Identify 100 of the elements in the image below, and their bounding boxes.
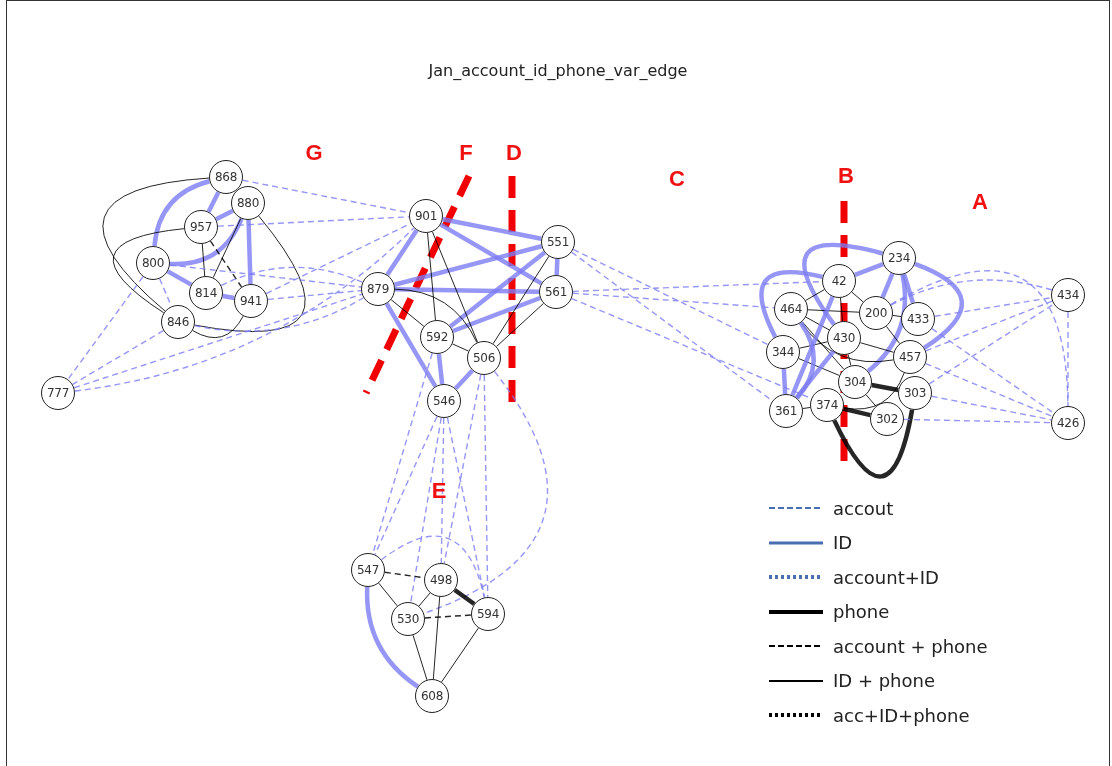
- node-label: 302: [876, 412, 898, 426]
- network-edge: [781, 368, 788, 395]
- network-edge: [866, 274, 908, 373]
- node-circle: [184, 210, 218, 244]
- legend-label: phone: [833, 601, 890, 623]
- network-edge: [859, 342, 895, 353]
- network-edge: [1067, 311, 1069, 407]
- network-edge: [843, 406, 871, 418]
- network-edge: [805, 316, 830, 331]
- node-label: 464: [780, 302, 802, 316]
- node-label: 42: [831, 274, 847, 288]
- network-edge: [246, 219, 253, 285]
- network-edge: [865, 394, 877, 407]
- network-edge: [851, 291, 864, 303]
- network-edge: [572, 292, 775, 309]
- node-label: 608: [421, 689, 443, 703]
- network-edge: [903, 418, 1052, 424]
- network-edge: [410, 417, 442, 603]
- network-edge: [385, 228, 419, 277]
- network-edge: [805, 289, 825, 301]
- node-label: 868: [215, 170, 237, 184]
- node-circle: [391, 602, 425, 636]
- network-edge: [152, 179, 211, 247]
- node-circle: [766, 335, 800, 369]
- zone-label: C: [669, 166, 685, 192]
- network-edge: [453, 588, 476, 606]
- network-edge: [212, 217, 242, 279]
- node-circle: [882, 241, 916, 275]
- node-label: 777: [47, 386, 69, 400]
- network-edge: [192, 315, 244, 339]
- node-circle: [361, 272, 395, 306]
- network-edge: [799, 341, 828, 349]
- legend-label: accout: [833, 497, 894, 519]
- node-label: 304: [844, 375, 866, 389]
- network-edge: [843, 372, 905, 410]
- node-label: 303: [904, 386, 926, 400]
- network-edge: [436, 353, 445, 385]
- network-edge: [390, 299, 425, 327]
- zone-label: G: [305, 140, 323, 166]
- network-edge: [432, 596, 441, 680]
- node-circle: [415, 679, 449, 713]
- node-label: 430: [833, 331, 855, 345]
- network-edge: [880, 272, 895, 299]
- network-edge: [453, 368, 475, 391]
- network-edge: [572, 248, 769, 346]
- node-label: 457: [899, 350, 921, 364]
- network-edge: [802, 242, 884, 326]
- node-label: 594: [477, 607, 499, 621]
- node-circle: [351, 553, 385, 587]
- node-label: 344: [772, 345, 794, 359]
- network-edge: [928, 303, 1055, 385]
- node-circle: [41, 376, 75, 410]
- network-edge: [418, 592, 431, 607]
- node-circle: [539, 275, 573, 309]
- node-circle: [231, 186, 265, 220]
- network-edge: [554, 258, 560, 276]
- network-edge: [759, 270, 823, 338]
- network-edge: [394, 287, 540, 294]
- node-circle: [774, 292, 808, 326]
- node-circle: [1051, 278, 1085, 312]
- network-edge: [166, 269, 193, 287]
- network-edge: [220, 266, 364, 287]
- node-circle: [234, 284, 268, 318]
- node-label: 546: [433, 394, 455, 408]
- network-edge: [378, 582, 398, 607]
- network-edge: [412, 634, 428, 681]
- network-edge: [206, 191, 221, 213]
- node-label: 880: [237, 196, 259, 210]
- network-edge: [394, 288, 478, 344]
- network-edge: [113, 228, 185, 314]
- node-label: 901: [415, 209, 437, 223]
- network-edge: [442, 217, 542, 241]
- node-circle: [209, 160, 243, 194]
- network-edge: [67, 276, 144, 380]
- network-edge: [832, 409, 915, 479]
- network-edge: [169, 217, 244, 267]
- network-edge: [854, 262, 884, 277]
- network-edge: [441, 627, 479, 683]
- network-edge: [169, 264, 362, 288]
- network-edge: [483, 374, 489, 598]
- node-label: 498: [430, 573, 452, 587]
- network-edge: [496, 303, 544, 347]
- node-circle: [471, 597, 505, 631]
- node-label: 506: [473, 351, 495, 365]
- network-edge: [439, 222, 543, 286]
- node-circle: [838, 365, 872, 399]
- node-label: 846: [167, 315, 189, 329]
- node-label: 561: [545, 285, 567, 299]
- node-label: 800: [142, 256, 164, 270]
- node-circle: [467, 341, 501, 375]
- network-edge: [914, 261, 964, 350]
- node-label: 434: [1057, 288, 1079, 302]
- network-edge: [802, 406, 811, 410]
- network-edge: [492, 255, 550, 345]
- network-edge: [440, 417, 445, 564]
- network-edge: [452, 343, 469, 352]
- network-edge: [364, 586, 420, 689]
- node-label: 234: [888, 251, 910, 265]
- network-edge: [925, 300, 1053, 352]
- zone-label: F: [459, 140, 473, 166]
